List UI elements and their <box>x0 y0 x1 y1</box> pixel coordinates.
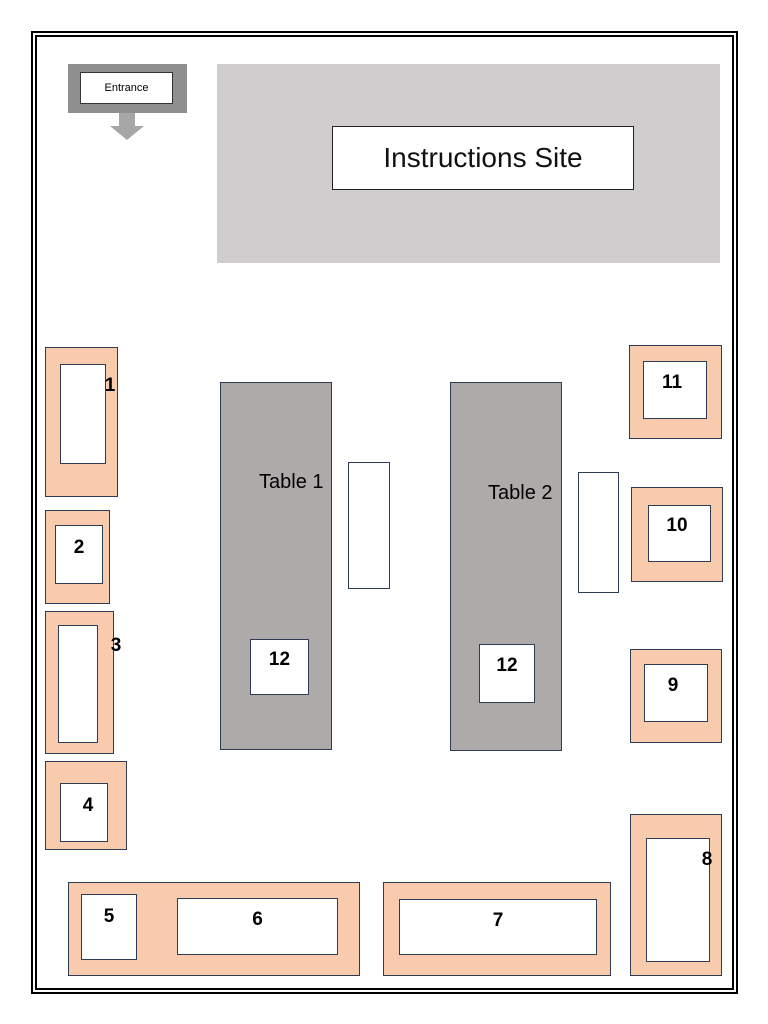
station-10-inner <box>648 505 711 562</box>
station-2-number: 2 <box>73 537 85 558</box>
instructions-label: Instructions Site <box>332 126 634 190</box>
station-1-inner <box>60 364 106 464</box>
station-5-number: 5 <box>103 906 115 927</box>
station-3-inner <box>58 625 98 743</box>
station-8-number: 8 <box>701 849 713 870</box>
station-8-inner <box>646 838 710 962</box>
table-1-seat-number: 12 <box>268 649 291 670</box>
station-11-inner <box>643 361 707 419</box>
station-4-number: 4 <box>82 795 94 816</box>
station-4-inner <box>60 783 108 842</box>
station-1-number: 1 <box>104 375 116 396</box>
station-6-inner <box>177 898 338 955</box>
station-10-number: 10 <box>666 515 688 536</box>
station-3-number: 3 <box>110 635 122 656</box>
station-7-number: 7 <box>492 910 504 931</box>
table-1-label: Table 1 <box>259 471 324 493</box>
entrance-arrow-icon <box>110 126 144 140</box>
station-5-inner <box>81 894 137 960</box>
room-border-outer <box>31 31 738 994</box>
station-11-number: 11 <box>661 372 683 393</box>
table-2-seat-box <box>479 644 535 703</box>
station-9-number: 9 <box>667 675 679 696</box>
entrance-label: Entrance <box>80 72 173 104</box>
table-2-label: Table 2 <box>488 482 553 504</box>
station-9-inner <box>644 664 708 722</box>
station-7-inner <box>399 899 597 955</box>
table-2-seat-number: 12 <box>496 655 518 676</box>
station-6-number: 6 <box>252 909 263 930</box>
entrance-arrow-stem <box>119 113 135 127</box>
table-1-seat-box <box>250 639 309 695</box>
table-2-bench <box>578 472 619 593</box>
table-1-bench <box>348 462 390 589</box>
room-border-inner <box>35 35 734 990</box>
station-2-inner <box>55 525 103 584</box>
